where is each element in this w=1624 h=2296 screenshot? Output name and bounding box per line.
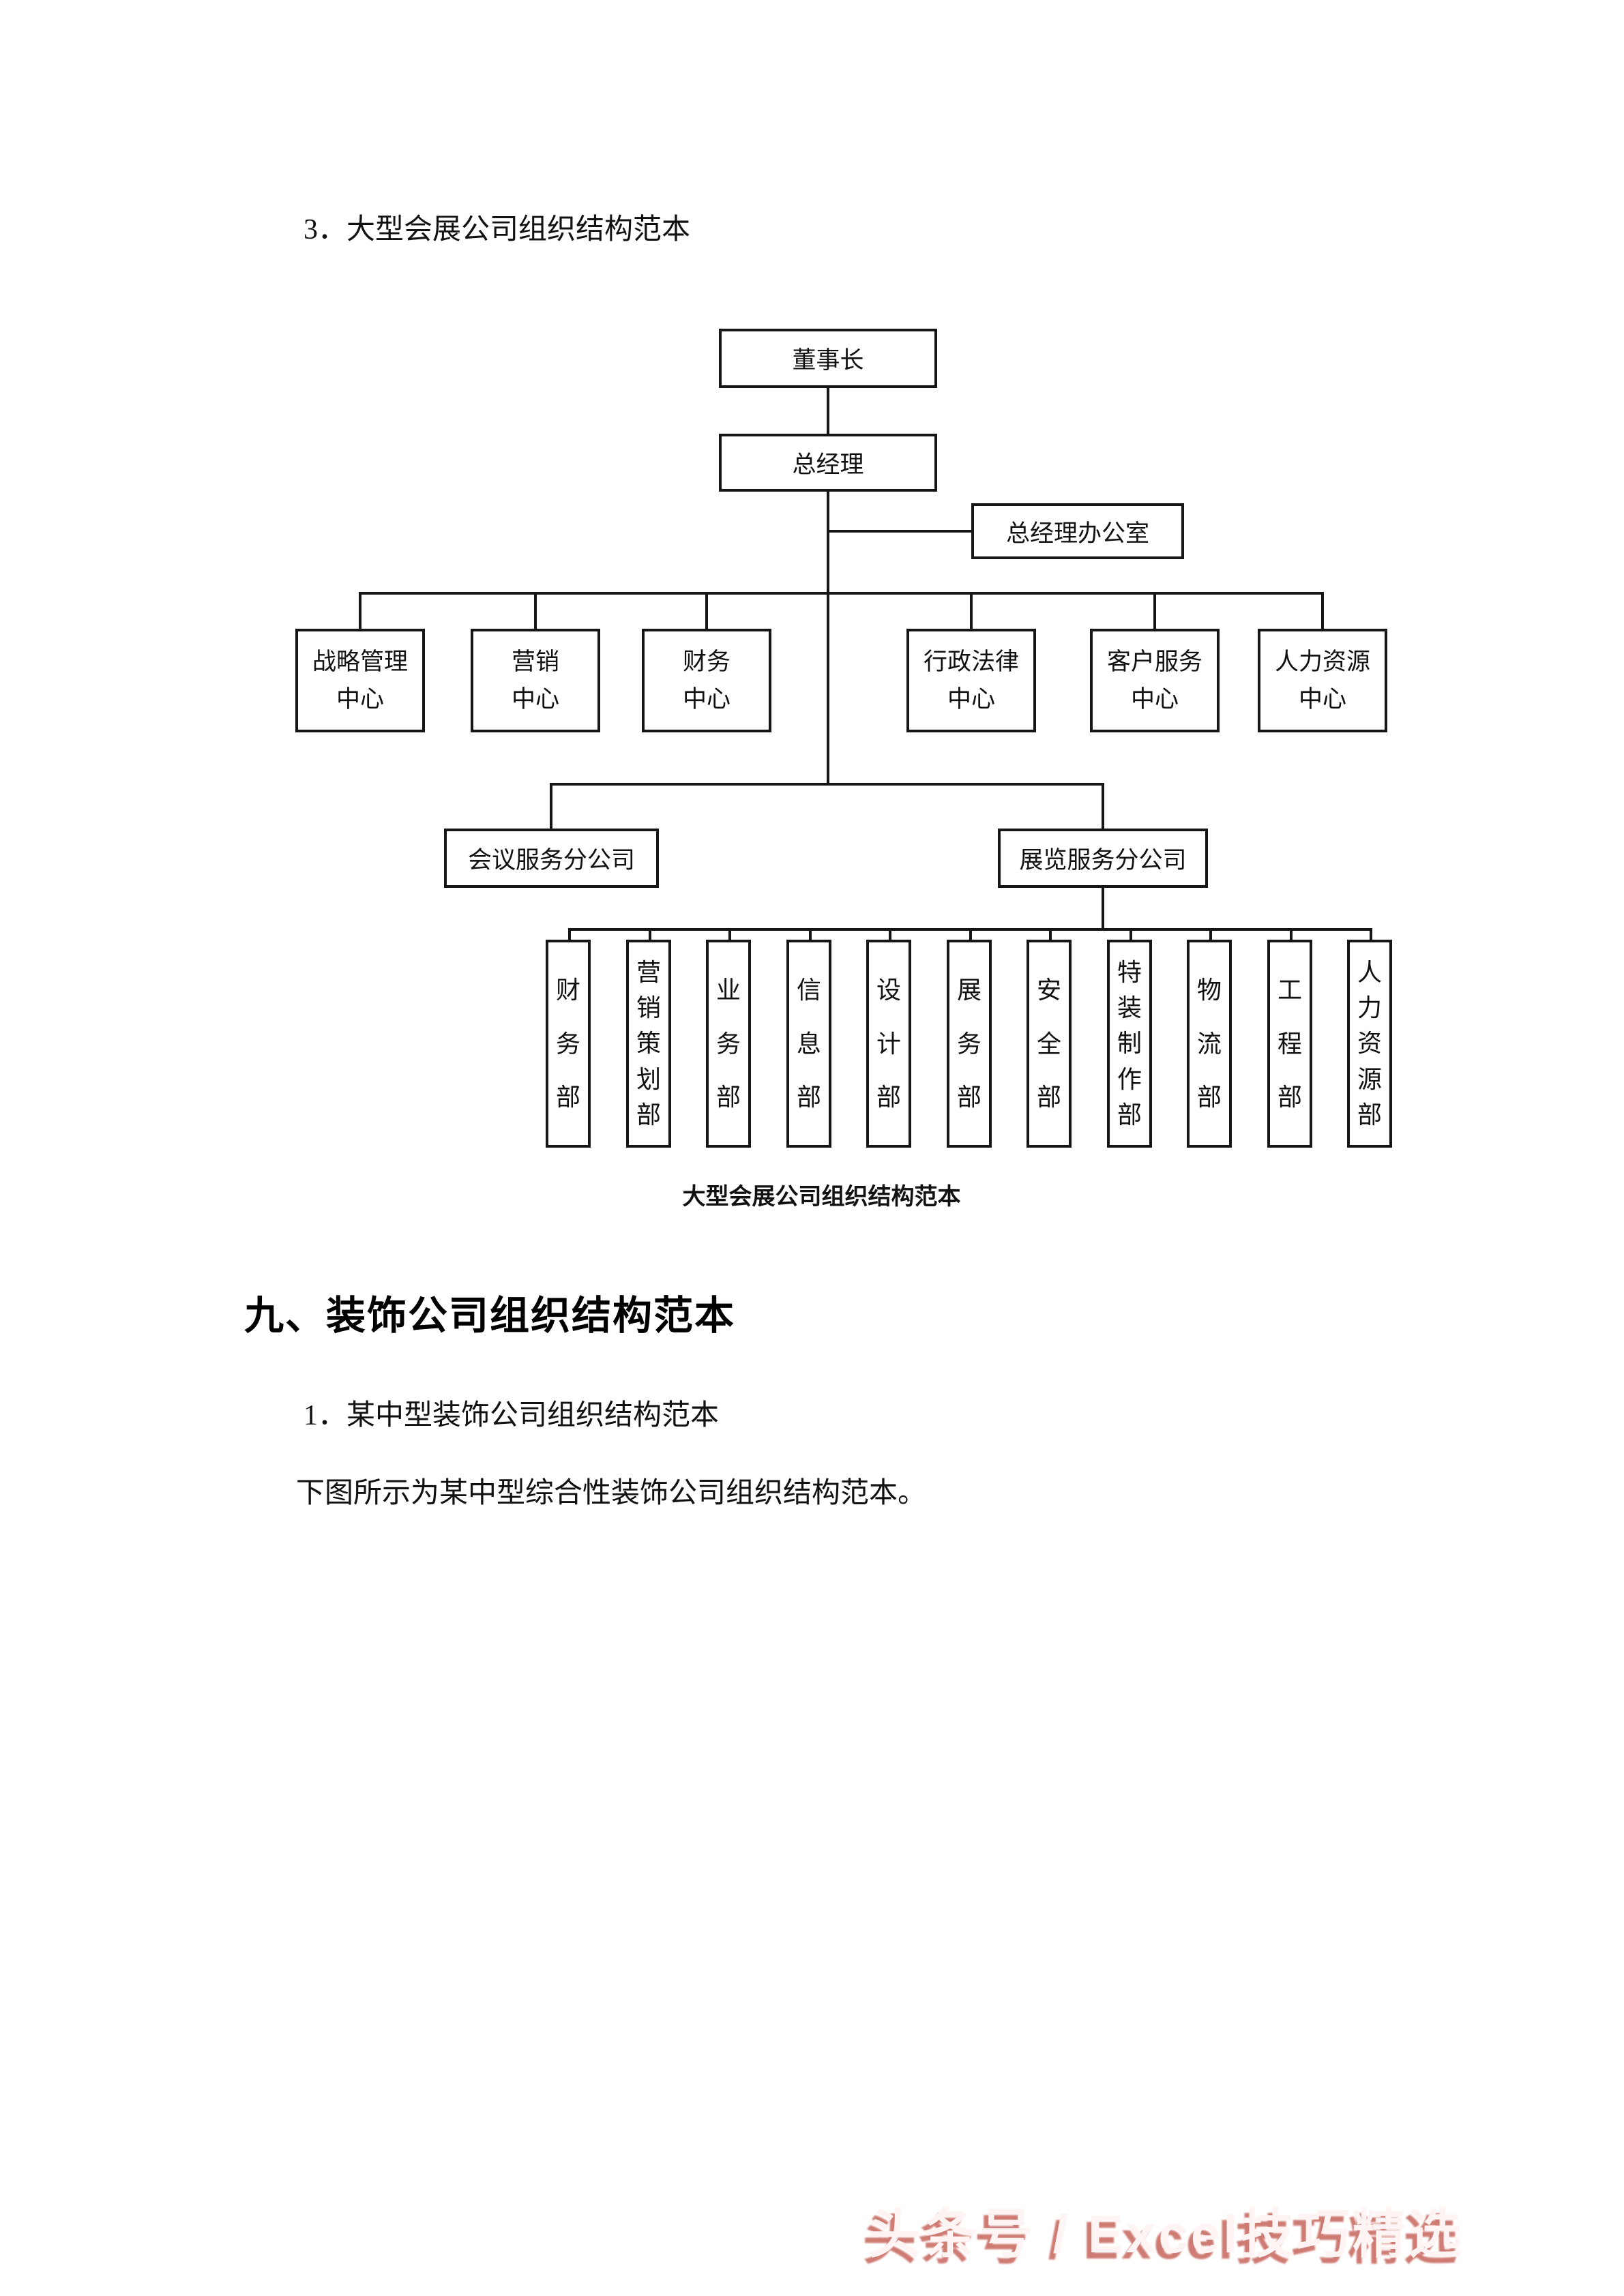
section-9-item-1: 1．某中型装饰公司组织结构范本 [304,1400,720,1431]
figure-caption: 大型会展公司组织结构范本 [682,1184,961,1210]
org-node-branch-conference: 会议服务分公司 [444,829,659,888]
org-node-dept-information: 信息部 [786,940,831,1148]
org-node-general-manager: 总经理 [719,434,937,492]
connector-drop-dept-9 [1209,928,1212,940]
connector-centers-bus [359,592,1324,595]
org-node-dept-engineering: 工程部 [1267,940,1312,1148]
connector-drop-branch-2 [1102,783,1104,829]
connector-drop-dept-5 [889,928,891,940]
connector-drop-dept-4 [809,928,812,940]
connector-drop-branch-1 [550,783,552,829]
dept-label: 展务部 [956,976,981,1111]
section-9-paragraph: 下图所示为某中型综合性装饰公司组织结构范本。 [296,1478,927,1509]
connector-drop-dept-10 [1290,928,1293,940]
center-label-line1: 营销 [511,648,559,675]
dept-label: 人力资源部 [1357,959,1382,1129]
org-node-dept-logistics: 物流部 [1187,940,1232,1148]
dept-label: 业务部 [715,976,741,1111]
connector-drop-dept-8 [1130,928,1132,940]
center-label-line1: 客户服务 [1106,648,1202,675]
center-label-line2: 中心 [947,686,995,713]
org-node-dept-design: 设计部 [866,940,911,1148]
dept-label: 工程部 [1277,976,1302,1111]
dept-label: 设计部 [876,976,901,1111]
connector-drop-dept-11 [1370,928,1372,940]
org-node-dept-special-decoration: 特装制作部 [1107,940,1152,1148]
connector-drop-center-2 [534,592,537,629]
dept-label: 营销策划部 [636,959,661,1129]
org-node-dept-hr: 人力资源部 [1347,940,1392,1148]
center-label-line1: 行政法律 [923,648,1019,675]
connector-spine [827,492,829,784]
org-node-chairman: 董事长 [719,329,937,388]
connector-drop-dept-2 [649,928,651,940]
org-node-center-strategy: 战略管理 中心 [295,629,425,732]
dept-label: 信息部 [796,976,821,1111]
watermark-text: 头条号 / Excel技巧精选 [868,2204,1464,2264]
center-label-line1: 财务 [682,648,730,675]
center-label-line1: 人力资源 [1274,648,1370,675]
org-node-dept-finance: 财务部 [546,940,591,1148]
org-node-gm-office: 总经理办公室 [971,503,1184,559]
center-label-line2: 中心 [511,686,559,713]
center-label-line2: 中心 [336,686,384,713]
org-node-dept-marketing-planning: 营销策划部 [626,940,671,1148]
section-9-heading: 九、装饰公司组织结构范本 [244,1294,736,1338]
dept-label: 特装制作部 [1117,959,1142,1129]
org-node-center-marketing: 营销 中心 [471,629,600,732]
connector-drop-dept-1 [568,928,571,940]
dept-label: 物流部 [1196,976,1222,1111]
org-node-center-customer-service: 客户服务 中心 [1090,629,1220,732]
connector-drop-dept-7 [1049,928,1052,940]
section-3-item-label: 3．大型会展公司组织结构范本 [304,214,691,245]
connector-drop-center-3 [705,592,708,629]
dept-label: 安全部 [1036,976,1061,1111]
connector-drop-dept-3 [728,928,731,940]
org-node-center-hr: 人力资源 中心 [1258,629,1387,732]
org-node-dept-security: 安全部 [1027,940,1072,1148]
org-node-dept-exhibition-affairs: 展务部 [947,940,992,1148]
connector-branches-bus [550,783,1104,786]
center-label-line2: 中心 [682,686,730,713]
center-label-line1: 战略管理 [312,648,408,675]
org-node-branch-exhibition: 展览服务分公司 [998,829,1208,888]
org-node-center-finance: 财务 中心 [642,629,771,732]
dept-label: 财务部 [555,976,580,1111]
connector-drop-dept-6 [969,928,972,940]
center-label-line2: 中心 [1298,686,1346,713]
connector-drop-center-4 [970,592,973,629]
center-label-line2: 中心 [1130,686,1179,713]
connector-exhibition-depts [1102,888,1104,929]
org-node-center-admin-legal: 行政法律 中心 [906,629,1036,732]
connector-drop-center-5 [1153,592,1156,629]
connector-drop-center-1 [359,592,361,629]
connector-drop-center-6 [1321,592,1324,629]
connector-chairman-gm [827,388,829,434]
connector-gm-office [828,530,971,533]
org-node-dept-business: 业务部 [706,940,751,1148]
